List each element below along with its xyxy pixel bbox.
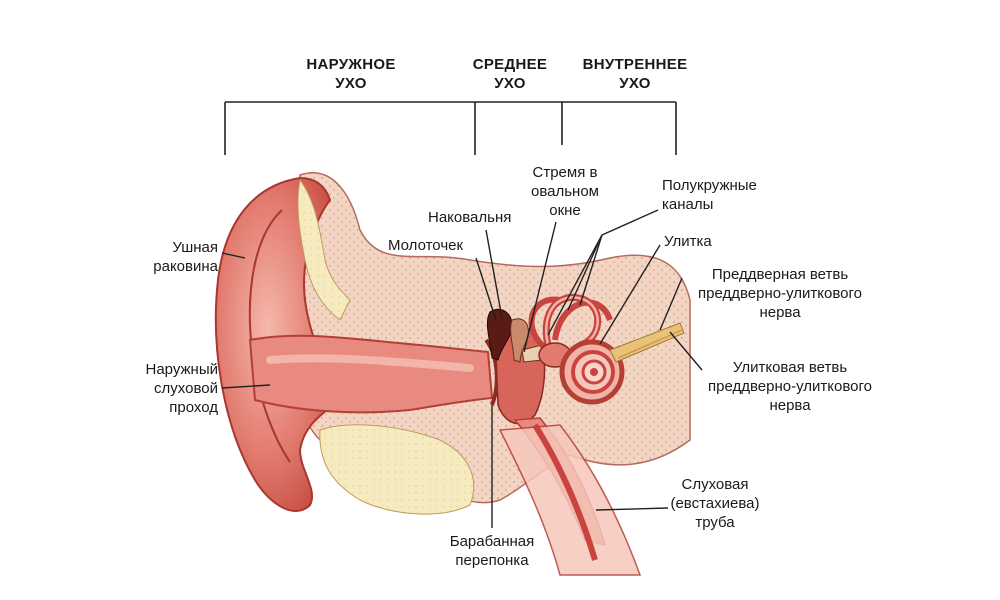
label-eustachian-tube: Слуховая(евстахиева)труба <box>670 476 760 531</box>
leader-cochlea <box>599 244 661 345</box>
label-anvil: Наковальня <box>428 209 512 226</box>
eustachian-lumen <box>532 423 598 561</box>
label-cochlea: Улитка <box>664 233 712 250</box>
lower-cartilage <box>319 424 475 515</box>
cochlea-shape <box>559 339 625 405</box>
leader-hammer <box>475 257 497 321</box>
hammer-shape <box>486 308 513 361</box>
leader-semicircular-a <box>601 209 659 236</box>
leader-eustachian <box>595 507 669 511</box>
auricle-cartilage <box>297 178 351 321</box>
section-brackets <box>224 101 677 155</box>
leader-semicircular-d <box>547 234 603 336</box>
canal-highlight <box>266 354 474 372</box>
leader-auricle <box>221 252 246 259</box>
nerve-shape <box>609 322 685 363</box>
leader-stirrup <box>523 221 557 353</box>
leader-semicircular-c <box>579 234 603 306</box>
leader-anvil <box>485 229 503 319</box>
eustachian-outer <box>498 424 642 576</box>
leader-cochlear-nerve <box>669 331 703 371</box>
leader-vestibular-nerve <box>659 277 683 331</box>
leader-semicircular-b <box>567 234 603 311</box>
leader-canal <box>221 384 271 389</box>
label-hammer: Молоточек <box>388 237 464 254</box>
leader-lines <box>221 209 703 528</box>
